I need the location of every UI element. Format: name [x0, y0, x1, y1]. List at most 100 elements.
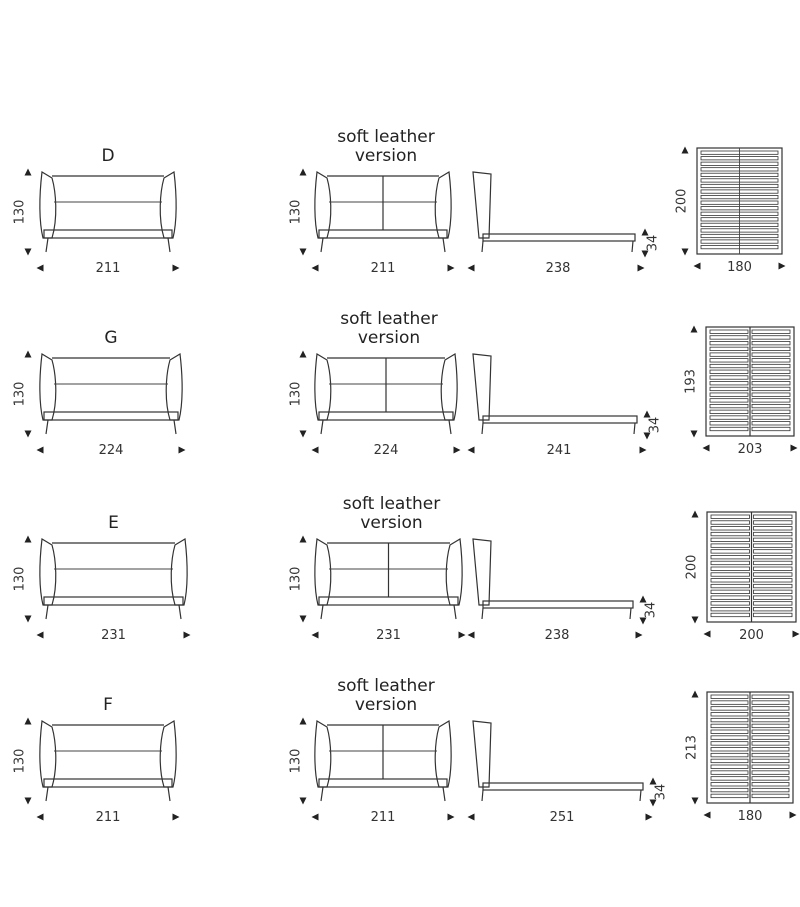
- side-view: [472, 353, 638, 435]
- slat-length-dim-arrow-down: [691, 616, 699, 624]
- slat: [709, 386, 749, 392]
- slat: [709, 426, 749, 432]
- slat: [709, 352, 749, 357]
- bed-base: [43, 411, 179, 421]
- slat: [751, 717, 790, 723]
- left-wing: [39, 538, 57, 606]
- slat: [710, 752, 749, 758]
- side-length-dim-arrow-left: [467, 446, 475, 454]
- left-wing: [39, 353, 57, 421]
- leg-foot: [631, 240, 634, 253]
- bed-base: [43, 229, 173, 239]
- soft-height-dim-value: 130: [289, 567, 304, 592]
- slat: [710, 601, 750, 606]
- slat: [709, 415, 749, 420]
- slat: [751, 776, 790, 781]
- slat: [751, 426, 791, 432]
- slat: [751, 341, 791, 346]
- slat: [710, 520, 750, 525]
- side-view: [472, 171, 636, 253]
- soft-width-dim-arrow-left: [311, 446, 319, 454]
- side-height-value: 34: [648, 417, 663, 434]
- front-width-value: 211: [96, 261, 121, 276]
- slat: [710, 595, 750, 600]
- slat: [751, 694, 790, 699]
- right-wing: [170, 538, 188, 606]
- height-dim-value: 130: [13, 382, 28, 407]
- side-length-dim-arrow-left: [467, 264, 475, 272]
- front-view: [39, 353, 183, 435]
- leg-foot: [639, 789, 642, 802]
- leg-head: [481, 422, 484, 435]
- slat-width-dim-arrow-left: [693, 262, 701, 270]
- slat: [751, 758, 790, 764]
- left-wing: [314, 171, 332, 239]
- soft-width-value: 231: [376, 628, 401, 643]
- leg-right: [448, 419, 452, 435]
- soft-height-dim-value: 130: [289, 382, 304, 407]
- leg-left: [45, 604, 49, 620]
- slat: [710, 747, 749, 752]
- side-length-value: 251: [550, 810, 575, 825]
- soft-leather-title-1: soft leather: [340, 309, 438, 329]
- bed-base: [318, 229, 448, 239]
- height-dim-value: 130: [13, 567, 28, 592]
- right-wing: [159, 171, 177, 239]
- leg-left: [45, 786, 49, 802]
- slat: [751, 747, 790, 752]
- slat: [709, 369, 749, 374]
- leg-left: [320, 419, 324, 435]
- slat: [751, 752, 790, 758]
- slat: [751, 782, 790, 787]
- height-dim-arrow-down: [24, 248, 32, 256]
- slat: [710, 700, 749, 705]
- slat: [710, 741, 749, 746]
- slat: [751, 398, 791, 403]
- slat: [751, 392, 791, 397]
- slat-length-dim-arrow-up: [681, 146, 689, 154]
- slat: [709, 421, 749, 426]
- slat: [710, 589, 750, 594]
- slat: [751, 700, 790, 705]
- side-length-dim-arrow-left: [467, 631, 475, 639]
- leg-head: [481, 240, 484, 253]
- slat: [710, 526, 750, 531]
- slat-length-dim-arrow-down: [681, 248, 689, 256]
- side-height-dim-arrow-up: [643, 410, 651, 418]
- slat: [751, 793, 790, 799]
- front-view: [39, 171, 177, 253]
- slat-width-dim-arrow-left: [703, 811, 711, 819]
- model-label: D: [101, 146, 114, 166]
- slat: [753, 531, 793, 537]
- width-dim-arrow-left: [36, 631, 44, 639]
- model-label: E: [108, 513, 119, 533]
- slat-width-dim-arrow-right: [792, 630, 800, 638]
- slat-length-dim-arrow-down: [691, 797, 699, 805]
- slat: [751, 329, 791, 334]
- front-view: [39, 720, 177, 802]
- slat: [751, 764, 790, 769]
- slat-width-value: 200: [739, 628, 764, 643]
- slat: [710, 717, 749, 723]
- headboard-side: [472, 538, 492, 606]
- slat: [753, 514, 793, 519]
- slatted-base: [696, 147, 783, 255]
- soft-width-dim-arrow-left: [311, 813, 319, 821]
- slat: [751, 381, 791, 386]
- frame-side: [482, 233, 636, 242]
- soft-leather-front-view: [314, 538, 463, 620]
- leg-right: [167, 237, 171, 253]
- bed-base: [318, 596, 459, 606]
- leg-right: [442, 786, 446, 802]
- soft-width-dim-arrow-right: [458, 631, 466, 639]
- slat: [751, 706, 790, 711]
- slat-length-dim-arrow-up: [691, 690, 699, 698]
- soft-leather-front-view: [314, 171, 452, 253]
- right-wing: [440, 353, 458, 421]
- height-dim-arrow-down: [24, 430, 32, 438]
- slat: [751, 369, 791, 374]
- headboard-side: [472, 353, 492, 421]
- slat: [751, 729, 790, 734]
- slat: [753, 549, 793, 554]
- width-dim-arrow-left: [36, 813, 44, 821]
